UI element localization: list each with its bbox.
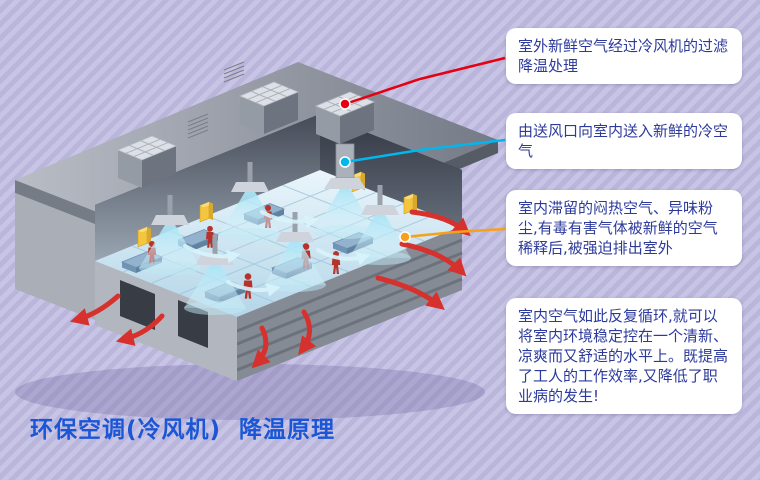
roof-grille: [187, 61, 245, 139]
leader-line-supply-air: [344, 138, 506, 164]
leader-lines: [339, 56, 506, 243]
callout-supply-air-text: 由送风口向室内送入新鲜的冷空气: [518, 122, 729, 160]
outer-wall-left: [15, 193, 95, 320]
callout-exhaust: 室内滞留的闷热空气、异味粉尘,有毒有害气体被新鲜的空气稀释后,被强迫排出室外: [506, 190, 742, 266]
leader-line-fresh-air: [344, 56, 506, 106]
exhaust-marker-dot: [399, 231, 411, 243]
exhaust-air-arrows: [69, 209, 471, 369]
interior-wall-back-left: [95, 114, 320, 261]
page-title: 环保空调(冷风机) 降温原理: [30, 417, 336, 443]
callout-circulation-text: 室内空气如此反复循环,就可以将室内环境稳定控在一个清新、凉爽而又舒适的水平上。既…: [518, 307, 729, 405]
fresh-air-marker-dot: [339, 98, 351, 110]
callout-fresh-air: 室外新鲜空气经过冷风机的过滤降温处理: [506, 28, 742, 84]
exhaust-louvers: [236, 238, 463, 372]
cool-airflow-arrows: [183, 210, 371, 297]
interior-wall-back-right: [320, 114, 462, 226]
building: [15, 61, 498, 381]
supply-air-marker-dot: [339, 156, 351, 168]
callout-exhaust-text: 室内滞留的闷热空气、异味粉尘,有毒有害气体被新鲜的空气稀释后,被强迫排出室外: [518, 199, 718, 257]
building-shadow: [15, 364, 485, 420]
wall-opening-1: [120, 280, 155, 330]
callout-circulation: 室内空气如此反复循环,就可以将室内环境稳定控在一个清新、凉爽而又舒适的水平上。既…: [506, 298, 742, 414]
leader-line-exhaust: [404, 227, 506, 239]
callout-fresh-air-text: 室外新鲜空气经过冷风机的过滤降温处理: [518, 37, 729, 75]
callout-supply-air: 由送风口向室内送入新鲜的冷空气: [506, 113, 742, 169]
front-wall-right: [237, 226, 462, 381]
